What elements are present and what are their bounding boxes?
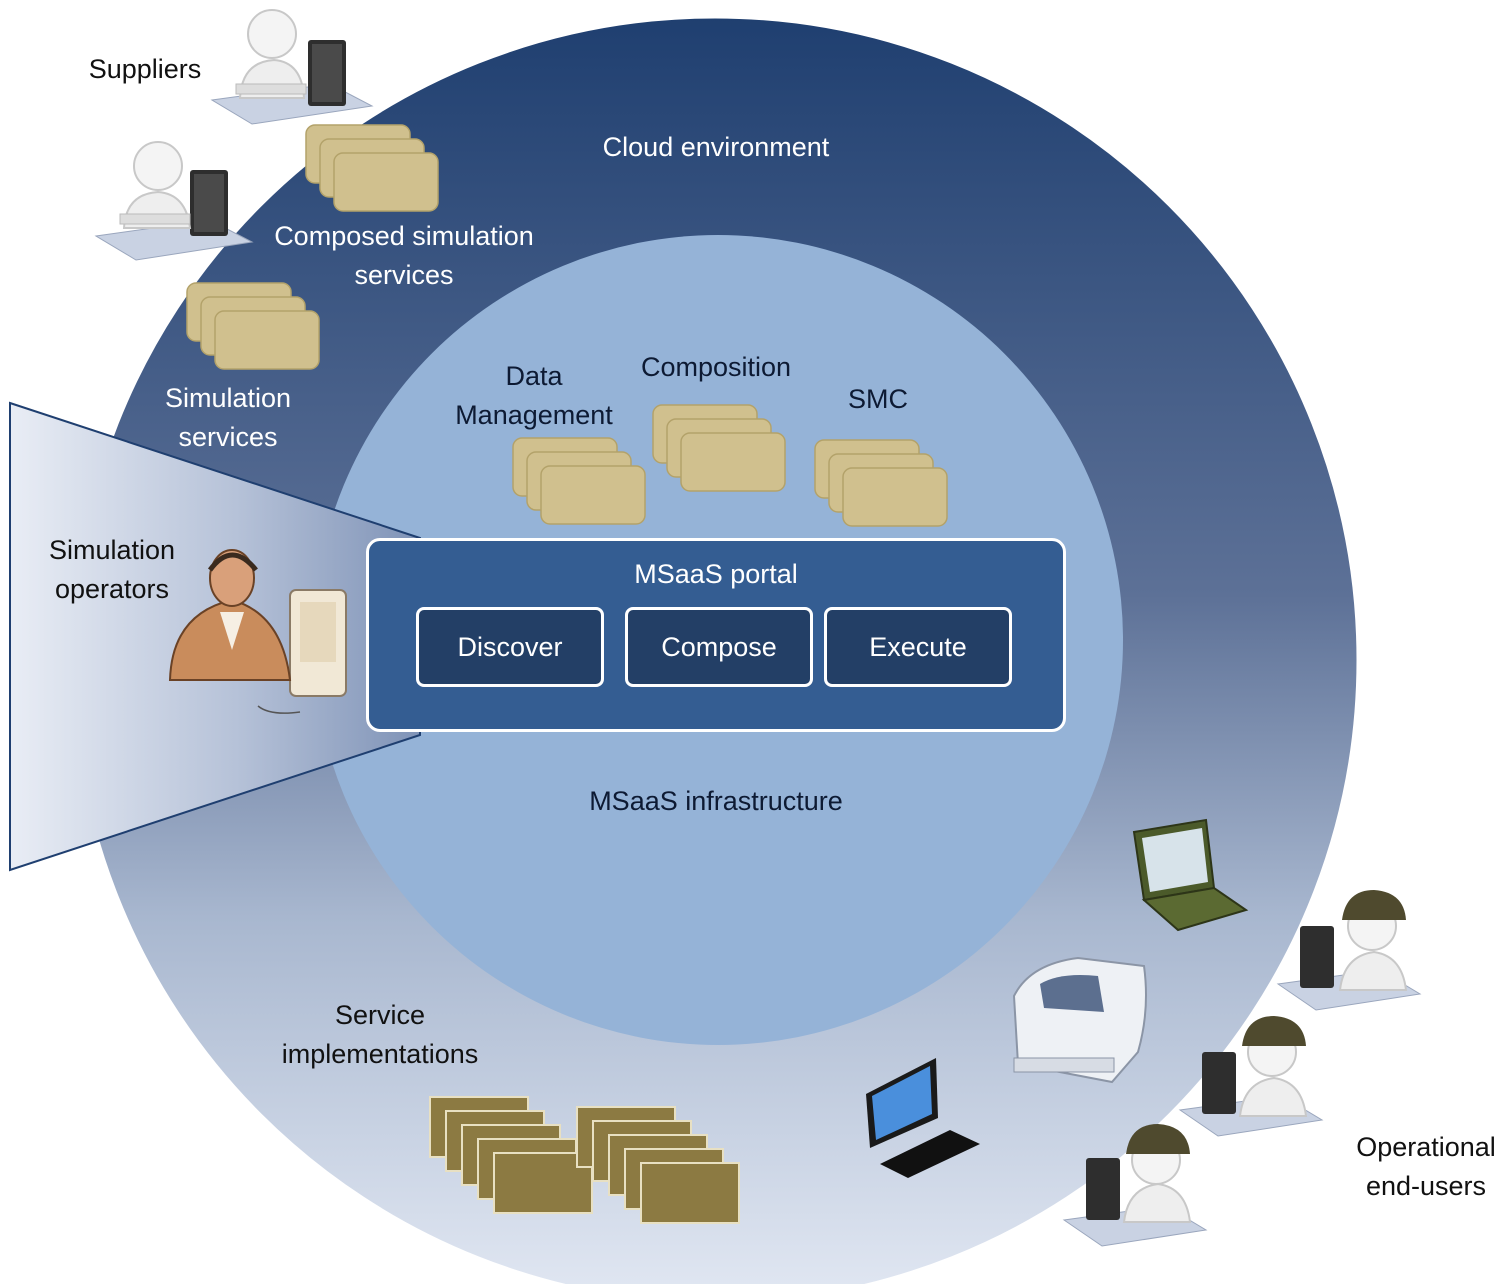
smc-label: SMC: [848, 384, 908, 414]
composition-label: Composition: [640, 352, 792, 382]
operational-end-users-label-line1: Operational: [1356, 1132, 1496, 1162]
composed-simulation-services-label-line2: services: [354, 260, 454, 290]
person-at-computer-icon: [210, 9, 374, 125]
flight-simulator-icon: [1012, 956, 1147, 1084]
composed-simulation-services-label-line1: Composed simulation: [274, 221, 534, 251]
cloud-environment-label: Cloud environment: [602, 132, 830, 162]
operational-end-users-label-line2: end-users: [1365, 1171, 1487, 1201]
operator-headset-icon: [168, 549, 347, 714]
msaas-infrastructure-label: MSaaS infrastructure: [589, 786, 843, 816]
suppliers-label: Suppliers: [88, 54, 202, 84]
simulation-operators-label-line2: operators: [54, 574, 170, 604]
data-management-label-line2: Management: [455, 400, 613, 430]
simulation-services-label-line2: services: [178, 422, 278, 452]
msaas-portal: MSaaS portal Discover Compose Execute: [366, 538, 1066, 732]
compose-button[interactable]: Compose: [625, 607, 813, 687]
soldier-at-computer-icon: [1276, 890, 1422, 1011]
rugged-laptop-icon: [1132, 818, 1249, 932]
service-implementations-label-line1: Service: [334, 1000, 426, 1030]
portal-title: MSaaS portal: [634, 559, 798, 589]
data-management-label-line1: Data: [505, 361, 563, 391]
discover-button[interactable]: Discover: [416, 607, 604, 687]
desktop-monitor-icon: [866, 1058, 980, 1178]
soldier-at-computer-icon: [1178, 1016, 1324, 1137]
simulation-operators-label-line1: Simulation: [48, 535, 176, 565]
simulation-services-label-line1: Simulation: [164, 383, 292, 413]
soldier-at-computer-icon: [1062, 1124, 1208, 1247]
execute-button[interactable]: Execute: [824, 607, 1012, 687]
person-at-computer-icon: [94, 141, 254, 261]
service-implementations-label-line2: implementations: [281, 1039, 479, 1069]
